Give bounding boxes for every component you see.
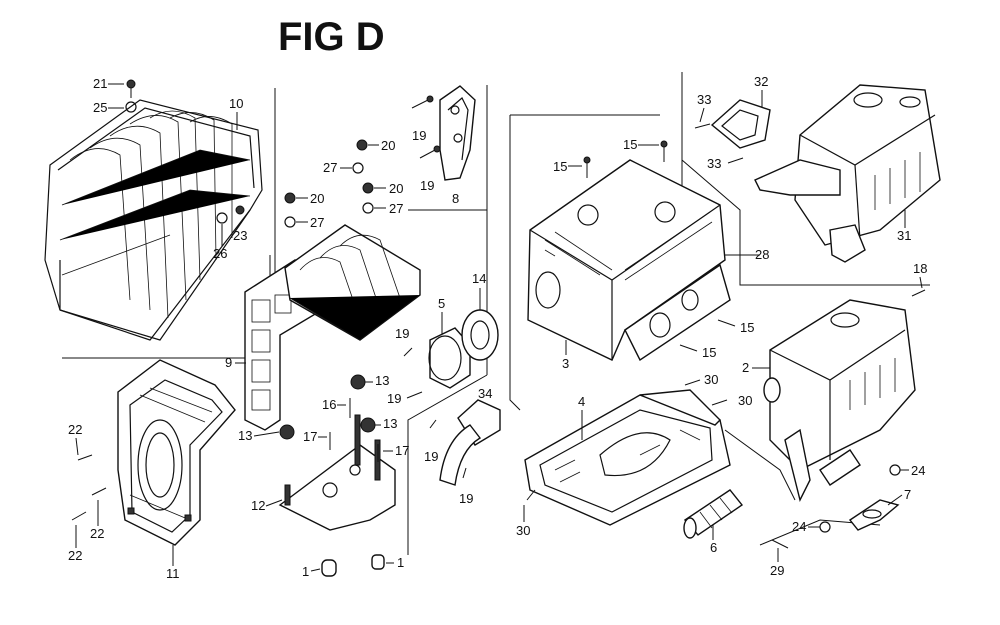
label-25: 25 — [93, 100, 107, 115]
label-11: 11 — [166, 566, 180, 581]
label-13-b: 13 — [383, 416, 397, 431]
part-grate-top — [284, 224, 421, 341]
label-34: 34 — [478, 386, 492, 401]
label-19-d: 19 — [387, 391, 401, 406]
label-20-a: 20 — [381, 138, 395, 153]
label-17-a: 17 — [303, 429, 317, 444]
label-15-d: 15 — [702, 345, 716, 360]
label-23: 23 — [233, 228, 247, 243]
part-5-exhaust-cap — [428, 327, 471, 389]
label-15-a: 15 — [553, 159, 567, 174]
label-18: 18 — [913, 261, 927, 276]
label-19-b: 19 — [420, 178, 434, 193]
label-27-c: 27 — [310, 215, 324, 230]
label-9: 9 — [225, 355, 232, 370]
fasteners — [71, 79, 926, 549]
label-26: 26 — [213, 246, 227, 261]
label-17-b: 17 — [395, 443, 409, 458]
label-19-a: 19 — [412, 128, 426, 143]
label-31: 31 — [897, 228, 911, 243]
label-1-b: 1 — [397, 555, 404, 570]
label-2: 2 — [742, 360, 749, 375]
label-30-b: 30 — [738, 393, 752, 408]
label-28: 28 — [755, 247, 769, 262]
label-24-a: 24 — [911, 463, 925, 478]
label-22-b: 22 — [90, 526, 104, 541]
label-1-a: 1 — [302, 564, 309, 579]
label-6: 6 — [710, 540, 717, 555]
label-10: 10 — [229, 96, 243, 111]
label-19-c: 19 — [395, 326, 409, 341]
part-34-exhaust-elbow — [439, 399, 501, 486]
part-10-heat-shield-grid — [44, 99, 263, 341]
label-32: 32 — [754, 74, 768, 89]
label-20-c: 20 — [310, 191, 324, 206]
label-13-a: 13 — [375, 373, 389, 388]
part-11-muffler-housing — [117, 359, 236, 546]
label-19-e: 19 — [424, 449, 438, 464]
label-14: 14 — [472, 271, 486, 286]
label-22-a: 22 — [68, 422, 82, 437]
label-30-a: 30 — [704, 372, 718, 387]
part-8-cover-plate — [439, 85, 476, 181]
label-15-b: 15 — [623, 137, 637, 152]
callout-labels: 21 25 10 23 26 19 19 8 20 27 20 27 20 27… — [68, 74, 927, 581]
part-31-upper-muffler — [754, 84, 941, 263]
label-19-f: 19 — [459, 491, 473, 506]
part-32-deflector — [710, 99, 771, 149]
label-33-a: 33 — [697, 92, 711, 107]
label-5: 5 — [438, 296, 445, 311]
label-30-c: 30 — [516, 523, 530, 538]
label-24-b: 24 — [792, 519, 806, 534]
part-12-base-plate — [278, 414, 396, 531]
label-7: 7 — [904, 487, 911, 502]
part-3-muffler-cover — [527, 159, 731, 362]
figure-title: FIG D — [278, 15, 385, 59]
section-dividers — [62, 72, 930, 555]
label-4: 4 — [578, 394, 585, 409]
part-6-spark-arrester — [683, 489, 744, 539]
nut-set-13 — [279, 374, 376, 440]
label-33-b: 33 — [707, 156, 721, 171]
part-14-gasket — [461, 309, 499, 361]
label-21: 21 — [93, 76, 107, 91]
label-3: 3 — [562, 356, 569, 371]
part-4-bottom-tray — [524, 389, 731, 526]
part-7-gasket — [848, 499, 900, 531]
label-12: 12 — [251, 498, 265, 513]
label-8: 8 — [452, 191, 459, 206]
label-15-c: 15 — [740, 320, 754, 335]
label-29: 29 — [770, 563, 784, 578]
part-2-muffler — [763, 299, 916, 503]
label-13-c: 13 — [238, 428, 252, 443]
label-16: 16 — [322, 397, 336, 412]
cap-nuts-1 — [321, 554, 385, 577]
label-27-b: 27 — [389, 201, 403, 216]
label-20-b: 20 — [389, 181, 403, 196]
label-27-a: 27 — [323, 160, 337, 175]
label-22-c: 22 — [68, 548, 82, 563]
